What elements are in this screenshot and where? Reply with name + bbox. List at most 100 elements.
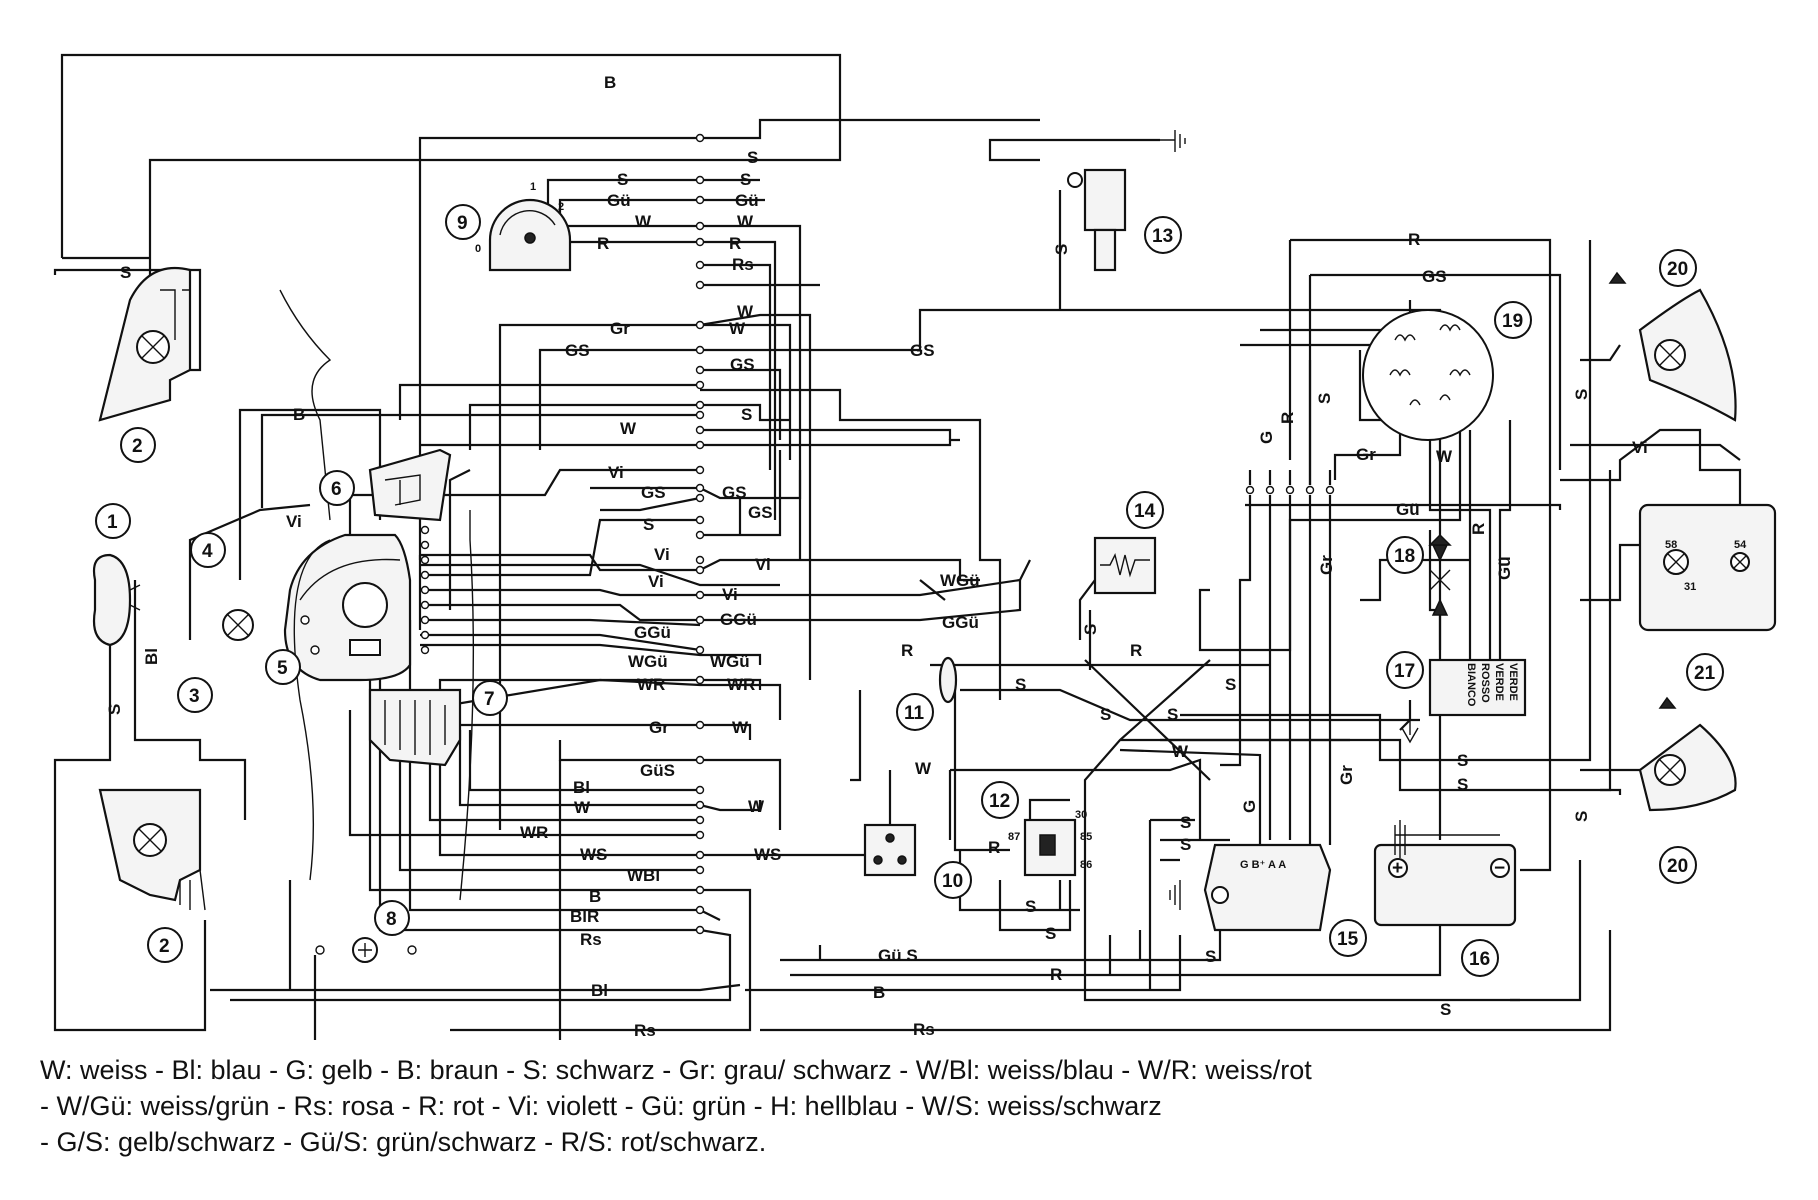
wl-gs5: GS [722, 483, 747, 502]
wl-s-15a: S [1180, 813, 1191, 832]
batt-minus: − [1494, 858, 1505, 879]
callout-10: 10 [934, 861, 972, 899]
splice-dot [695, 590, 705, 600]
ign-pos-1: 1 [530, 181, 536, 193]
callout-1: 1 [95, 503, 131, 539]
wl-vi5: Vi [722, 585, 738, 604]
wl-r-10: R [988, 838, 1000, 857]
splice-dot [695, 925, 705, 935]
switch-7 [368, 688, 462, 767]
cdi-color-4: VERDE [1507, 663, 1519, 701]
wl-w-e: W [748, 797, 765, 816]
wl-w-mid: W [620, 419, 637, 438]
splice-dot [695, 133, 705, 143]
relay-87: 87 [1008, 831, 1020, 843]
callout-8-text: 8 [386, 909, 397, 930]
wl-r-h2: R [1130, 641, 1142, 660]
tail-54: 54 [1734, 539, 1747, 551]
callout-10-text: 10 [942, 871, 963, 892]
callout-14-text: 14 [1134, 501, 1156, 522]
callout-18: 18 [1386, 536, 1424, 574]
wl-sw-s3: S [740, 170, 751, 189]
callout-5-text: 5 [277, 658, 288, 679]
magneto-19 [1362, 309, 1494, 441]
callout-20b: 20 [1659, 846, 1697, 884]
turn-signal-20-upper [1608, 271, 1737, 422]
wl-r-v: R [1278, 412, 1297, 424]
wl-s-mid: S [741, 405, 752, 424]
connector-terminal [1265, 485, 1275, 495]
wl-gr19: Gr [1356, 445, 1376, 464]
splice-dot [695, 905, 705, 915]
splice-dot [695, 410, 705, 420]
wl-w-b: W [729, 319, 746, 338]
tail-lamp-21: 58 54 31 [1638, 503, 1777, 632]
callout-2a-text: 2 [132, 436, 143, 457]
wl-sw-s2: S [617, 170, 628, 189]
speedo-terminal [420, 585, 430, 595]
wl-gs1: GS [565, 341, 590, 360]
wl-gs-top: GS [1422, 267, 1447, 286]
wl-gr2: Gr [649, 718, 669, 737]
resistor-14 [1093, 536, 1157, 595]
wl-ws2: WS [754, 845, 781, 864]
lamp-2-lower [98, 788, 206, 911]
wl-sw-s1: S [747, 148, 758, 167]
wl-s-20b: S [1572, 811, 1591, 822]
callout-14: 14 [1126, 491, 1164, 529]
splice-dot [695, 815, 705, 825]
wl-gs2: GS [730, 355, 755, 374]
wl-ggu1: GGü [720, 610, 757, 629]
wl-vi-left: Vi [286, 512, 302, 531]
wl-ggu2: GGü [634, 623, 671, 642]
wl-wgu3: WGü [710, 652, 750, 671]
callout-13: 13 [1144, 216, 1182, 254]
callout-21: 21 [1686, 653, 1724, 691]
relay-12: 30 85 86 87 [1008, 809, 1092, 877]
wl-sw-r2: R [729, 234, 741, 253]
flasher-10 [863, 823, 917, 877]
wl-rs2: Rs [634, 1021, 656, 1040]
wl-gr-bot: Gr [456, 1038, 476, 1040]
wl-gs4: GS [641, 483, 666, 502]
ign-pos-2: 2 [558, 201, 564, 213]
splice-dot [695, 800, 705, 810]
wl-vi4: Vi [648, 572, 664, 591]
switch-6 [368, 448, 452, 522]
cdi-color-2: ROSSO [1479, 663, 1491, 703]
callout-6-text: 6 [331, 479, 342, 500]
battery-16: + − [1373, 820, 1517, 927]
ht-coil-13 [1067, 130, 1186, 272]
connector-terminal [1305, 485, 1315, 495]
wl-gus-bot: Gü S [878, 946, 918, 965]
splice-dot [695, 380, 705, 390]
splice-dot [695, 530, 705, 540]
wl-s-15c: S [1205, 947, 1216, 966]
wl-gus: GüS [640, 761, 675, 780]
speedo-terminal [420, 645, 430, 655]
callout-4-text: 4 [202, 541, 213, 562]
wl-gu-h: Gü [1396, 500, 1420, 519]
wl-sw-gu2: Gü [735, 191, 759, 210]
reg-pins: G B⁺ A A [1240, 859, 1286, 871]
wl-top-b: B [604, 73, 616, 92]
wl-b-left: B [293, 405, 305, 424]
wl-sw-w2: W [737, 212, 754, 231]
callout-20a: 20 [1659, 249, 1697, 287]
voltage-regulator-15: G B⁺ A A [1169, 843, 1332, 932]
splice-dot [695, 320, 705, 330]
wl-wr3: WR [520, 823, 548, 842]
splice-dot [695, 555, 705, 565]
wl-vi1: Vi [608, 463, 624, 482]
stop-switch-8 [315, 937, 417, 963]
wl-s-15b: S [1180, 835, 1191, 854]
wl-s19: S [1315, 393, 1334, 404]
callout-9: 9 [445, 204, 481, 240]
callout-19-text: 19 [1502, 311, 1523, 332]
spark-plug-18 [1428, 533, 1452, 650]
wl-w-d: W [574, 798, 591, 817]
turn-signal-20-lower [1638, 696, 1737, 812]
splice-dot [695, 515, 705, 525]
wl-gs3: GS [910, 341, 935, 360]
speedo-terminal [420, 540, 430, 550]
